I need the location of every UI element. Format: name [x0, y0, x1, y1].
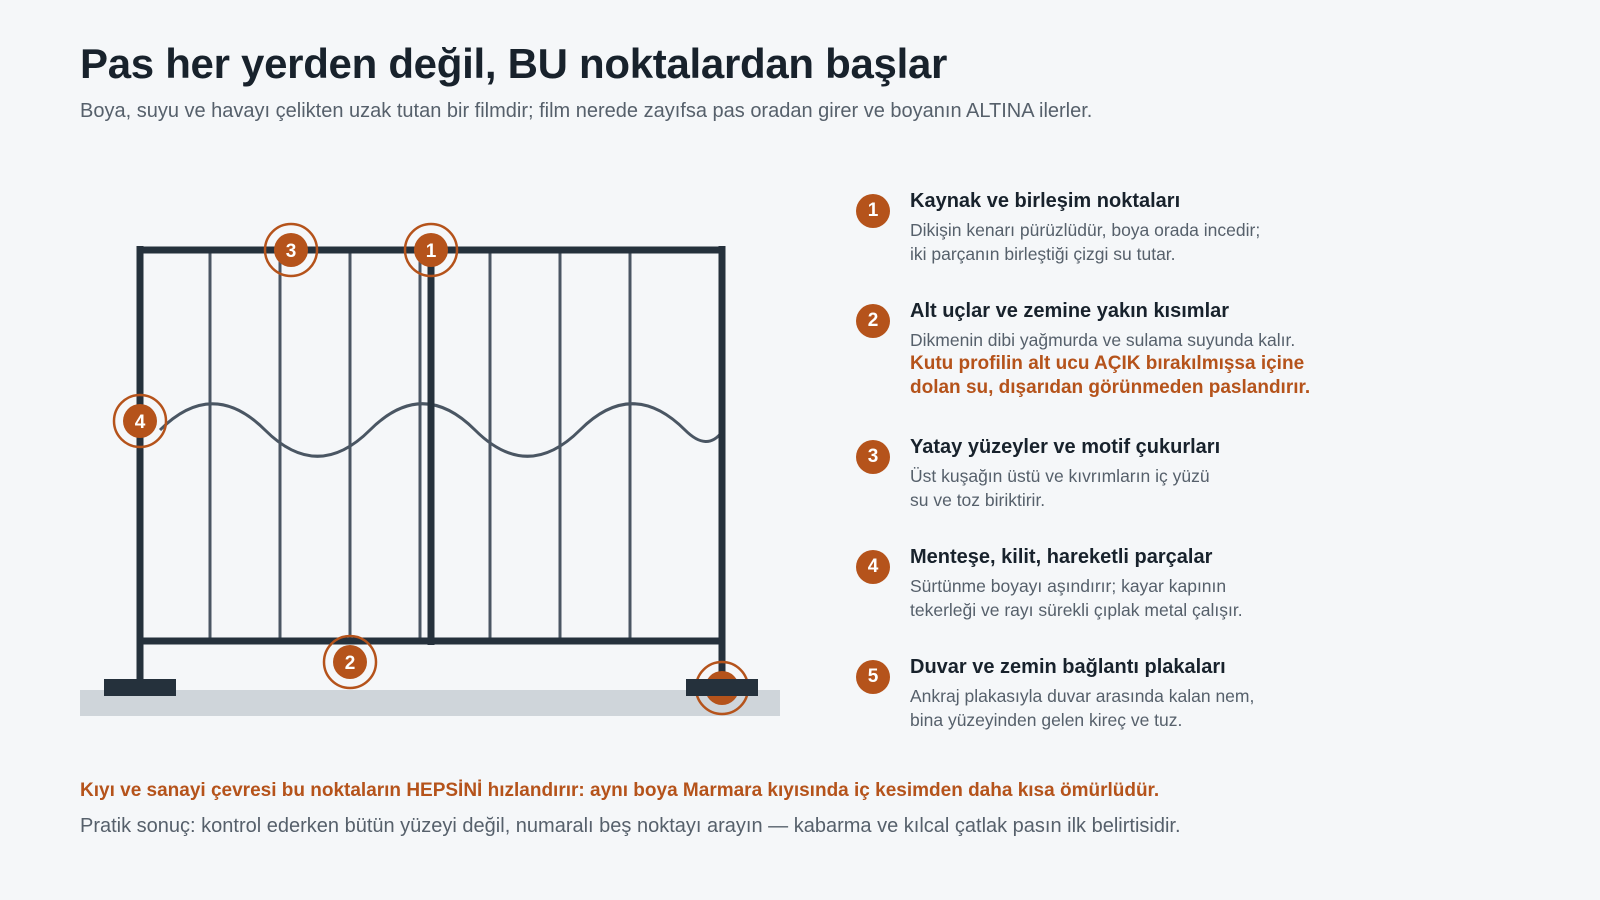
item-warning-line: Kutu profilin alt ucu AÇIK bırakılmışsa … — [910, 353, 1305, 374]
wave-motif — [158, 402, 724, 458]
fence-diagram: 5 1 3 4 2 — [80, 222, 780, 716]
item-desc-line: Sürtünme boyayı aşındırır; kayar kapının — [910, 576, 1227, 596]
item-desc-line: su ve toz biriktirir. — [910, 490, 1046, 510]
list-item: 2 Alt uçlar ve zemine yakın kısımlar Dik… — [856, 298, 1416, 434]
base-plate-left — [104, 679, 176, 696]
marker-4: 4 — [112, 393, 168, 449]
marker-1: 1 — [403, 222, 459, 278]
number-badge: 2 — [856, 304, 890, 338]
item-desc-line: Dikmenin dibi yağmurda ve sulama suyunda… — [910, 330, 1296, 350]
item-desc-line: Üst kuşağın üstü ve kıvrımların iç yüzü — [910, 466, 1210, 486]
item-desc-line: bina yüzeyinden gelen kireç ve tuz. — [910, 710, 1183, 730]
rust-points-list: 1 Kaynak ve birleşim noktaları Dikişin k… — [856, 188, 1416, 744]
marker-number: 2 — [345, 653, 356, 674]
page-title: Pas her yerden değil, BU noktalardan baş… — [80, 40, 948, 87]
number-badge: 1 — [856, 194, 890, 228]
item-title: Duvar ve zemin bağlantı plakaları — [910, 656, 1226, 678]
item-title: Alt uçlar ve zemine yakın kısımlar — [910, 300, 1230, 322]
footer-note: Pratik sonuç: kontrol ederken bütün yüze… — [80, 815, 1181, 837]
page-subtitle: Boya, suyu ve havayı çelikten uzak tutan… — [80, 100, 1093, 122]
item-title: Menteşe, kilit, hareketli parçalar — [910, 546, 1213, 568]
item-title: Yatay yüzeyler ve motif çukurları — [910, 436, 1221, 458]
marker-2: 2 — [322, 634, 378, 690]
number-badge: 4 — [856, 550, 890, 584]
item-desc-line: tekerleği ve rayı sürekli çıplak metal ç… — [910, 600, 1243, 620]
number-badge: 3 — [856, 440, 890, 474]
number-badge: 5 — [856, 660, 890, 694]
footer-warning: Kıyı ve sanayi çevresi bu noktaların HEP… — [80, 780, 1160, 801]
item-desc-line: Ankraj plakasıyla duvar arasında kalan n… — [910, 686, 1255, 706]
list-item: 4 Menteşe, kilit, hareketli parçalar Sür… — [856, 544, 1416, 654]
list-item: 3 Yatay yüzeyler ve motif çukurları Üst … — [856, 434, 1416, 544]
marker-number: 1 — [426, 241, 437, 262]
item-desc-line: iki parçanın birleştiği çizgi su tutar. — [910, 244, 1176, 264]
marker-number: 4 — [135, 412, 146, 433]
list-item: 5 Duvar ve zemin bağlantı plakaları Ankr… — [856, 654, 1416, 744]
ground-strip — [80, 690, 780, 716]
vertical-bars — [208, 250, 632, 640]
marker-3: 3 — [263, 222, 319, 278]
marker-number: 3 — [286, 241, 297, 262]
item-warning-line: dolan su, dışarıdan görünmeden paslandır… — [910, 377, 1311, 398]
list-item: 1 Kaynak ve birleşim noktaları Dikişin k… — [856, 188, 1416, 298]
item-desc-line: Dikişin kenarı pürüzlüdür, boya orada in… — [910, 220, 1261, 240]
base-plate-right — [686, 679, 758, 696]
item-title: Kaynak ve birleşim noktaları — [910, 190, 1181, 212]
fence-frame — [136, 246, 726, 682]
